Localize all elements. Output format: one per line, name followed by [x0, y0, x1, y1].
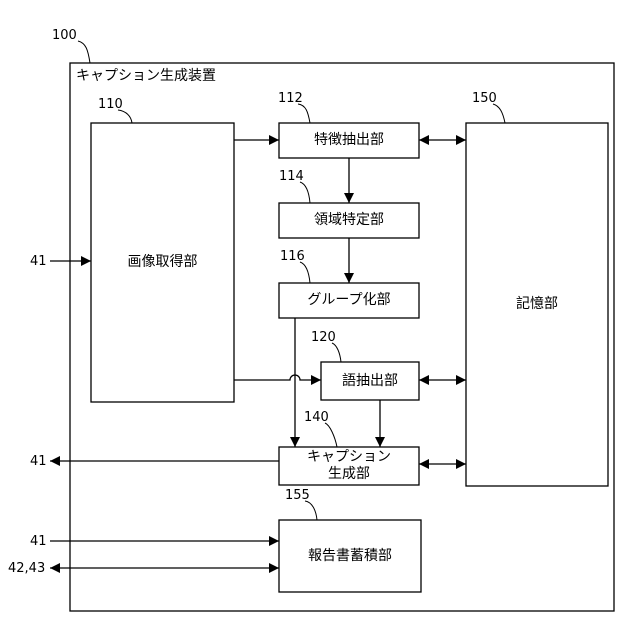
leader-155: [305, 501, 317, 520]
image-acquisition-text: 画像取得部: [128, 254, 198, 271]
grouping-ref: 116: [280, 250, 305, 263]
arrow-image-to-word: [234, 375, 321, 380]
leader-112: [298, 104, 310, 123]
report-accumulation-ref: 155: [285, 489, 310, 502]
image-acquisition-ref: 110: [98, 98, 123, 111]
storage-text: 記憶部: [516, 296, 558, 313]
caption-generation-line2: 生成部: [328, 466, 370, 483]
external-image-in-label: 41: [30, 255, 47, 268]
leader-100: [78, 41, 90, 63]
leader-114: [300, 182, 310, 203]
region-identification-ref: 114: [279, 170, 304, 183]
feature-extraction-label: 特徴抽出部: [279, 123, 419, 158]
caption-generation-label: キャプション 生成部: [279, 447, 419, 485]
image-acquisition-label: 画像取得部: [91, 123, 234, 402]
external-report-io-label: 42,43: [8, 562, 45, 575]
feature-extraction-text: 特徴抽出部: [314, 132, 384, 149]
grouping-label: グループ化部: [279, 283, 419, 318]
device-ref: 100: [52, 29, 77, 42]
region-identification-label: 領域特定部: [279, 203, 419, 238]
caption-generation-ref: 140: [304, 411, 329, 424]
storage-label: 記憶部: [466, 123, 608, 486]
word-extraction-text: 語抽出部: [342, 373, 398, 390]
region-identification-text: 領域特定部: [314, 212, 384, 229]
report-accumulation-text: 報告書蓄積部: [308, 548, 392, 565]
report-accumulation-label: 報告書蓄積部: [279, 520, 421, 592]
device-title: キャプション生成装置: [76, 69, 216, 83]
word-extraction-ref: 120: [311, 331, 336, 344]
grouping-text: グループ化部: [307, 292, 390, 309]
word-extraction-label: 語抽出部: [321, 362, 419, 400]
feature-extraction-ref: 112: [278, 92, 303, 105]
storage-ref: 150: [472, 92, 497, 105]
leader-150: [493, 104, 505, 123]
leader-120: [332, 343, 341, 362]
external-report-in-label: 41: [30, 535, 47, 548]
leader-116: [300, 262, 310, 283]
caption-generation-line1: キャプション: [307, 449, 391, 466]
leader-140: [325, 423, 337, 447]
external-caption-out-label: 41: [30, 455, 47, 468]
